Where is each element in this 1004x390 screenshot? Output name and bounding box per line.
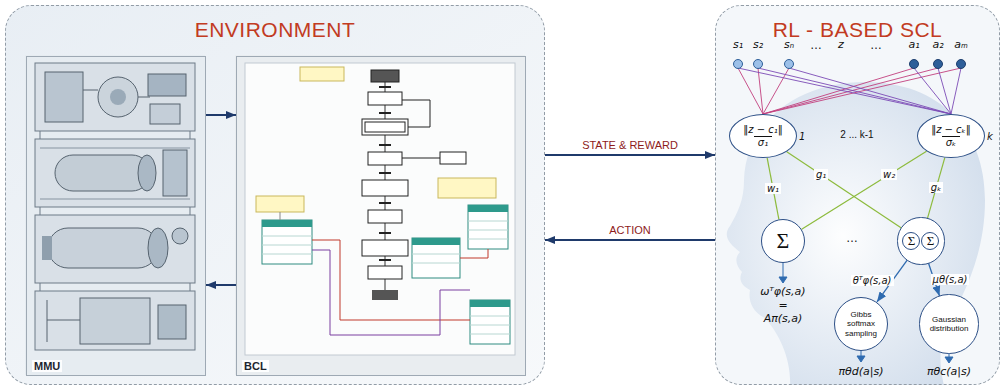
mmu-illustration <box>25 55 205 375</box>
edge-label: w₁ <box>765 183 781 194</box>
formula-label: s₂ <box>753 38 763 51</box>
neuron-text: Σ <box>777 228 790 253</box>
equipment-picture: MMU <box>26 56 206 376</box>
input-links <box>738 68 961 114</box>
neuron-text: Gaussian distribution <box>924 315 974 333</box>
rbf-unit: ‖z − cₖ‖σₖk <box>917 114 985 158</box>
neuron-text: Gaussian distribution <box>924 315 974 333</box>
formula-label: s₁ <box>733 38 743 51</box>
region-panel: RL - BASED SCL‖z − c₁‖σ₁1‖z − cₖ‖σₖkΣΣΣG… <box>715 5 1000 385</box>
formula-label: 2 ... k-1 <box>840 129 873 140</box>
neuron-text: ΣΣ <box>902 232 939 250</box>
sum-neuron: Gibbs softmax sampling <box>834 297 889 352</box>
unit-index: 1 <box>799 131 805 142</box>
connector <box>787 152 902 228</box>
connector <box>929 263 940 296</box>
formula-label: πθd(a|s) <box>838 365 883 378</box>
formula-label: πθc(a|s) <box>927 365 971 378</box>
picture-label: BCL <box>242 360 269 372</box>
picture-label: MMU <box>32 360 62 372</box>
neuron-text: Σ <box>777 228 790 253</box>
formula: ‖z − cₖ‖σₖ <box>931 124 971 149</box>
formula-text: ‖z − c₁‖ <box>743 124 783 136</box>
sum-symbol: Σ <box>921 232 939 250</box>
unit-index: k <box>987 131 993 142</box>
panel-title: RL - BASED SCL <box>716 18 999 42</box>
connector <box>802 151 927 229</box>
connector <box>767 158 779 220</box>
region-panel: ENVIRONMENT MMU BCL <box>5 5 545 385</box>
formula-text: ‖z − cₖ‖ <box>931 124 971 136</box>
head-illustration <box>727 82 985 385</box>
connector <box>206 114 236 116</box>
formula-label: aₘ <box>954 38 968 51</box>
neuron-text: Gibbs softmax sampling <box>841 310 881 338</box>
connector <box>545 154 715 156</box>
edge-label: w₂ <box>881 169 897 180</box>
connector <box>927 158 944 219</box>
formula: ‖z − c₁‖σ₁ <box>743 124 783 149</box>
edge-label: gₖ <box>929 182 944 193</box>
edge-label: ACTION <box>607 224 653 236</box>
sum-symbol: Σ <box>902 232 920 250</box>
connector <box>877 260 907 302</box>
formula-label: ωᵀφ(s,a) <box>760 285 805 298</box>
environment-ground <box>5 5 545 385</box>
formula-label: Aπ(s,a) <box>764 312 803 325</box>
formula-label: = <box>778 299 787 312</box>
rbf-unit: ‖z − c₁‖σ₁1 <box>729 114 797 158</box>
formula-text: σₖ <box>942 136 961 149</box>
formula-text: σ₁ <box>754 136 772 149</box>
sum-neuron: Σ <box>761 219 805 263</box>
edge-label: STATE & REWARD <box>580 139 680 151</box>
edge-label: θᵀφ(s,a) <box>851 275 894 286</box>
sum-neuron: Gaussian distribution <box>919 294 978 353</box>
edge-label: μθ(s,a) <box>931 274 970 285</box>
edge-label: g₁ <box>814 169 828 180</box>
connector <box>206 284 236 286</box>
panel-title: ENVIRONMENT <box>6 18 544 42</box>
neuron-text: Gibbs softmax sampling <box>841 310 881 338</box>
input-neurons <box>734 60 966 69</box>
equipment-picture: BCL <box>236 56 526 376</box>
formula-label: … <box>846 231 858 245</box>
connector <box>545 239 715 241</box>
sum-neuron: ΣΣ <box>897 217 944 264</box>
bcl-illustration <box>235 55 525 375</box>
